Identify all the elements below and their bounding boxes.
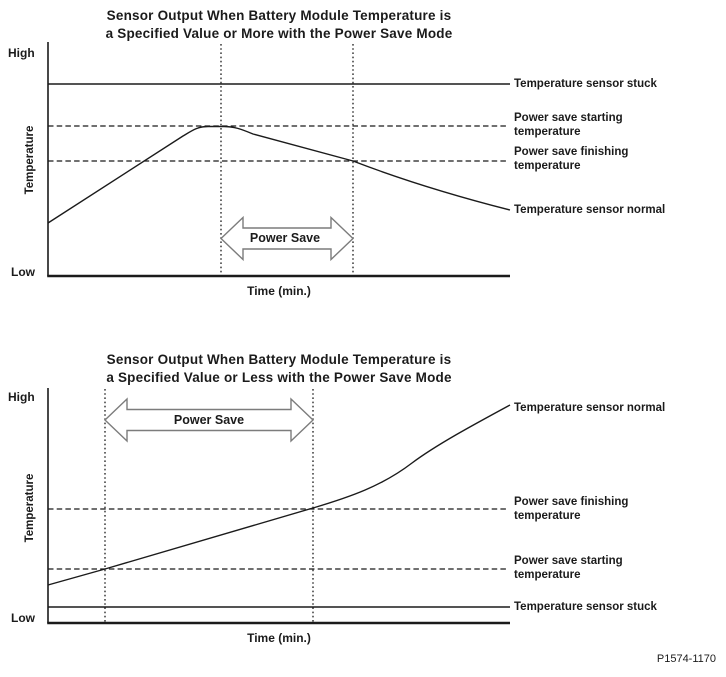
top-label-start-temp: Power save starting temperature xyxy=(514,112,623,138)
bottom-label-sensor-normal: Temperature sensor normal xyxy=(514,402,666,414)
bottom-y-low-label: Low xyxy=(11,611,35,625)
top-y-high-label: High xyxy=(8,46,35,60)
bottom-sensor-normal-curve xyxy=(47,404,511,586)
top-y-low-label: Low xyxy=(11,265,35,279)
bottom-y-high-label: High xyxy=(8,390,35,404)
top-power-save-arrow xyxy=(219,215,355,262)
top-label-sensor-stuck: Temperature sensor stuck xyxy=(514,78,657,90)
bottom-label-start-temp: Power save starting temperature xyxy=(514,555,623,581)
bottom-power-save-label: Power Save xyxy=(173,413,245,427)
bottom-label-finish-temp: Power save finishing temperature xyxy=(514,496,629,522)
top-x-axis-label: Time (min.) xyxy=(247,284,311,298)
bottom-chart-title: Sensor Output When Battery Module Temper… xyxy=(106,352,452,385)
top-label-sensor-normal: Temperature sensor normal xyxy=(514,204,666,216)
bottom-y-axis-label: Temperature xyxy=(24,473,36,543)
bottom-power-save-arrow xyxy=(103,397,315,443)
bottom-label-sensor-stuck: Temperature sensor stuck xyxy=(514,601,657,613)
bottom-x-axis-label: Time (min.) xyxy=(247,631,311,645)
top-y-axis-label: Temperature xyxy=(24,125,36,195)
top-sensor-normal-curve xyxy=(47,125,511,224)
top-label-finish-temp: Power save finishing temperature xyxy=(514,146,629,172)
figure-number: P1574-1170 xyxy=(656,653,716,665)
top-power-save-label: Power Save xyxy=(249,231,321,245)
top-chart-title: Sensor Output When Battery Module Temper… xyxy=(105,8,453,41)
